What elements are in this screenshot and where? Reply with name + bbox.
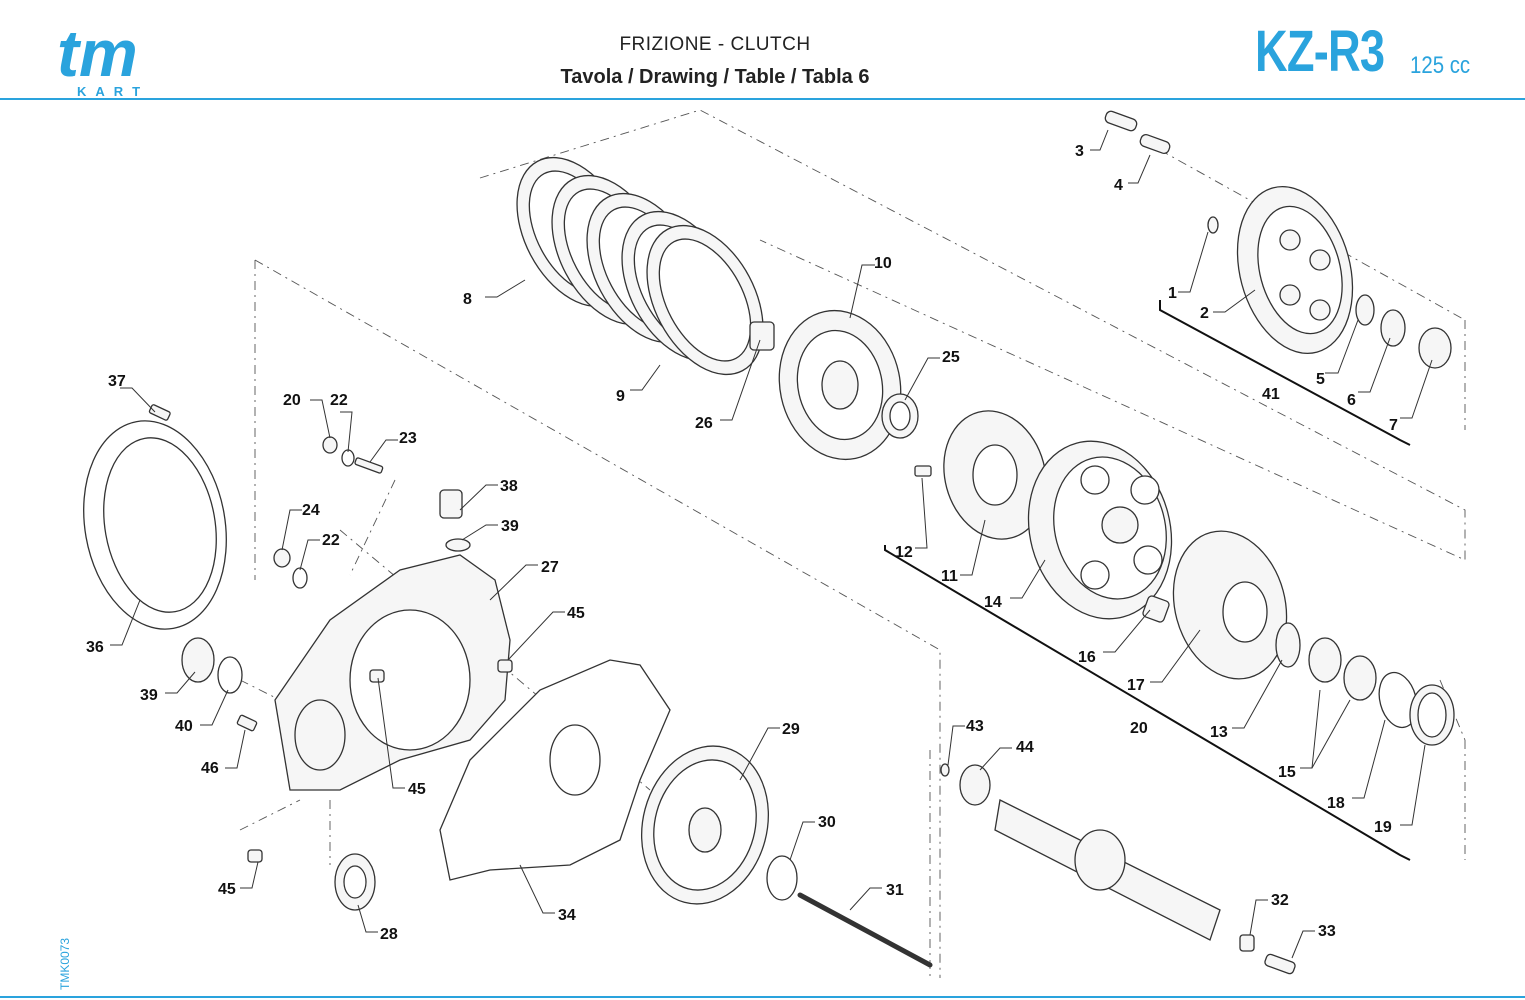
callout-29: 29 bbox=[782, 721, 800, 738]
page-subtitle: Tavola / Drawing / Table / Tabla 6 bbox=[560, 66, 870, 88]
callout-42: 41 bbox=[1262, 386, 1280, 403]
callout-45a: 45 bbox=[567, 605, 585, 622]
callout-17: 17 bbox=[1127, 677, 1145, 694]
callout-20: 20 bbox=[1130, 720, 1148, 737]
callout-14: 14 bbox=[984, 594, 1002, 611]
clutch-plates-stack bbox=[516, 156, 764, 376]
callout-23: 23 bbox=[399, 430, 417, 447]
callout-21: 20 bbox=[283, 392, 301, 409]
callout-40: 40 bbox=[175, 718, 193, 735]
callout-11: 11 bbox=[941, 568, 958, 585]
callout-36: 36 bbox=[86, 639, 104, 656]
callout-28: 28 bbox=[380, 926, 398, 943]
callout-26: 26 bbox=[695, 415, 713, 432]
circlip bbox=[766, 855, 798, 901]
clutch-cover-assembly bbox=[1104, 110, 1452, 369]
outer-cover bbox=[83, 404, 227, 630]
callout-10: 10 bbox=[874, 255, 892, 272]
model-name: KZ-R3 bbox=[1255, 19, 1385, 84]
callout-5: 5 bbox=[1316, 371, 1325, 388]
assembly-brackets bbox=[884, 300, 1411, 861]
callout-45c: 45 bbox=[218, 881, 236, 898]
clutch-hub bbox=[1027, 440, 1173, 620]
callout-25: 25 bbox=[942, 349, 960, 366]
callout-7: 7 bbox=[1389, 417, 1398, 434]
callout-22a: 22 bbox=[330, 392, 348, 409]
callout-6: 6 bbox=[1347, 392, 1356, 409]
callout-38: 38 bbox=[500, 478, 518, 495]
callout-4: 4 bbox=[1114, 177, 1123, 194]
callout-45b: 45 bbox=[408, 781, 426, 798]
callout-19: 19 bbox=[1374, 819, 1392, 836]
callout-2: 2 bbox=[1200, 305, 1209, 322]
callout-46: 46 bbox=[201, 760, 219, 777]
callout-37: 37 bbox=[108, 373, 126, 390]
bearing-set bbox=[1275, 622, 1455, 746]
push-rod bbox=[797, 892, 933, 968]
page-title: FRIZIONE - CLUTCH bbox=[619, 34, 811, 55]
callout-18: 18 bbox=[1327, 795, 1345, 812]
callout-9: 9 bbox=[616, 388, 625, 405]
callout-30: 30 bbox=[818, 814, 836, 831]
primary-gear bbox=[640, 745, 770, 905]
callout-43: 43 bbox=[966, 718, 984, 735]
callout-15: 15 bbox=[1278, 764, 1296, 781]
callout-41: 39 bbox=[501, 518, 519, 535]
logo-subtext: KART bbox=[77, 84, 149, 99]
engine-displacement: 125 cc bbox=[1410, 52, 1471, 79]
footer-rule bbox=[0, 996, 1525, 998]
callout-labels: 3 4 1 2 41 5 6 7 8 9 10 25 26 12 11 14 1… bbox=[86, 143, 1398, 943]
tm-kart-logo: tm KART bbox=[57, 18, 149, 99]
leader-lines bbox=[110, 129, 1433, 959]
callout-3: 3 bbox=[1075, 143, 1084, 160]
callout-44: 44 bbox=[1016, 739, 1034, 756]
callout-32: 32 bbox=[1271, 892, 1289, 909]
callout-24: 24 bbox=[302, 502, 320, 519]
small-fasteners bbox=[181, 436, 471, 732]
callout-39: 39 bbox=[140, 687, 158, 704]
callout-34: 34 bbox=[558, 907, 576, 924]
callout-13: 13 bbox=[1210, 724, 1228, 741]
callout-8: 8 bbox=[463, 291, 472, 308]
callout-33: 33 bbox=[1318, 923, 1336, 940]
crankcase-cover bbox=[247, 489, 513, 863]
header-rule bbox=[0, 98, 1525, 100]
logo-text: tm bbox=[57, 18, 138, 90]
callout-1: 1 bbox=[1168, 285, 1177, 302]
retainer-plate bbox=[914, 410, 1047, 540]
callout-22b: 22 bbox=[322, 532, 340, 549]
clutch-basket bbox=[749, 309, 902, 461]
callout-27: 27 bbox=[541, 559, 559, 576]
main-shaft-group bbox=[940, 763, 1296, 975]
page-header: tm KART FRIZIONE - CLUTCH Tavola / Drawi… bbox=[0, 0, 1525, 100]
callout-16: 16 bbox=[1078, 649, 1096, 666]
callout-31: 31 bbox=[886, 882, 904, 899]
pressure-plate bbox=[1142, 530, 1288, 680]
callout-12: 12 bbox=[895, 544, 913, 561]
